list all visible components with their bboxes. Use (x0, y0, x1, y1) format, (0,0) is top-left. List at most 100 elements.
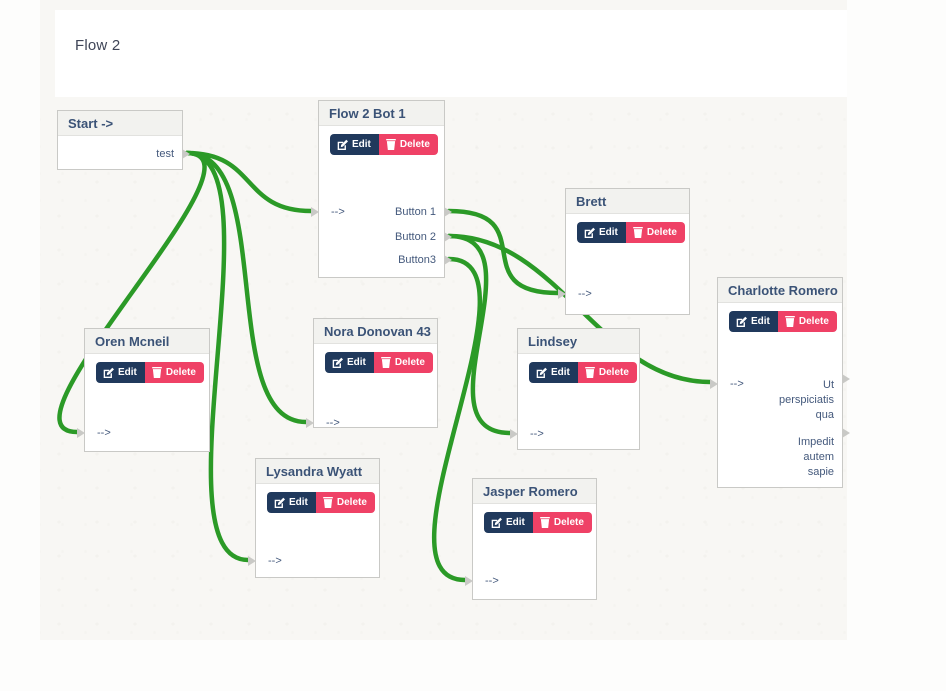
input-port-oren[interactable]: --> (97, 426, 111, 439)
node-title-jasper[interactable]: Jasper Romero (473, 479, 596, 504)
port-arrow-icon[interactable] (306, 418, 314, 428)
delete-button-label: Delete (394, 356, 425, 368)
trash-icon (323, 497, 333, 508)
output-port-bot1[interactable]: Button 2 (395, 230, 436, 243)
port-arrow-icon[interactable] (311, 207, 319, 217)
edge-bot1.button1-to-brett.in[interactable] (446, 208, 561, 296)
edge-start.test-to-oren.in[interactable] (57, 150, 207, 435)
port-arrow-icon[interactable] (444, 232, 452, 242)
edit-button-label: Edit (352, 138, 371, 150)
edit-button-label: Edit (599, 226, 618, 238)
edge-start.test-to-bot1.in[interactable] (184, 150, 314, 214)
delete-button-label: Delete (399, 138, 430, 150)
input-port-bot1[interactable]: --> (331, 205, 345, 218)
edit-button[interactable]: Edit (96, 362, 145, 383)
delete-button[interactable]: Delete (777, 311, 837, 332)
node-title-bot1[interactable]: Flow 2 Bot 1 (319, 101, 444, 126)
port-arrow-icon[interactable] (842, 428, 850, 438)
delete-button[interactable]: Delete (373, 352, 433, 373)
node-title-nora[interactable]: Nora Donovan 43 (314, 319, 437, 344)
delete-button-label: Delete (598, 366, 629, 378)
pencil-square-icon (491, 517, 502, 528)
trash-icon (585, 367, 595, 378)
edge-bot1.button3-to-jasper.in[interactable] (432, 256, 482, 583)
edit-button[interactable]: Edit (330, 134, 379, 155)
delete-button[interactable]: Delete (532, 512, 592, 533)
port-arrow-icon[interactable] (710, 379, 718, 389)
edit-button[interactable]: Edit (325, 352, 374, 373)
edit-button[interactable]: Edit (267, 492, 316, 513)
port-arrow-icon[interactable] (77, 428, 85, 438)
node-title-oren[interactable]: Oren Mcneil (85, 329, 209, 354)
input-port-lindsey[interactable]: --> (530, 427, 544, 440)
port-arrow-icon[interactable] (182, 149, 190, 159)
edit-button[interactable]: Edit (529, 362, 578, 383)
edit-button[interactable]: Edit (577, 222, 626, 243)
page-title: Flow 2 (75, 37, 121, 54)
input-port-charlotte[interactable]: --> (730, 377, 744, 390)
delete-button-label: Delete (336, 496, 367, 508)
port-arrow-icon[interactable] (465, 576, 473, 586)
edit-button[interactable]: Edit (484, 512, 533, 533)
node-title-lysandra[interactable]: Lysandra Wyatt (256, 459, 379, 484)
node-title-brett[interactable]: Brett (566, 189, 689, 214)
input-port-brett[interactable]: --> (578, 287, 592, 300)
pencil-square-icon (103, 367, 114, 378)
port-arrow-icon[interactable] (510, 429, 518, 439)
node-actions: Edit Delete (325, 352, 433, 373)
output-port-bot1[interactable]: Button3 (398, 253, 436, 266)
delete-button[interactable]: Delete (315, 492, 375, 513)
trash-icon (540, 517, 550, 528)
delete-button[interactable]: Delete (378, 134, 438, 155)
edge-bot1.button2-to-lindsey.in[interactable] (446, 233, 513, 436)
edit-button[interactable]: Edit (729, 311, 778, 332)
trash-icon (152, 367, 162, 378)
delete-button[interactable]: Delete (625, 222, 685, 243)
node-title-charlotte[interactable]: Charlotte Romero (718, 278, 842, 303)
node-actions: Edit Delete (267, 492, 375, 513)
edit-button-label: Edit (506, 516, 525, 528)
node-actions: Edit Delete (330, 134, 438, 155)
output-port-bot1[interactable]: Button 1 (395, 205, 436, 218)
delete-button[interactable]: Delete (144, 362, 204, 383)
input-port-lysandra[interactable]: --> (268, 554, 282, 567)
port-arrow-icon[interactable] (558, 289, 566, 299)
delete-button[interactable]: Delete (577, 362, 637, 383)
node-title-lindsey[interactable]: Lindsey (518, 329, 639, 354)
output-port-start[interactable]: test (156, 147, 174, 160)
delete-button-label: Delete (798, 315, 829, 327)
trash-icon (381, 357, 391, 368)
pencil-square-icon (332, 357, 343, 368)
input-port-nora[interactable]: --> (326, 416, 340, 429)
edge-start.test-to-nora.in[interactable] (184, 150, 309, 425)
node-start[interactable]: Start -> test (57, 110, 190, 170)
port-arrow-icon[interactable] (842, 374, 850, 384)
delete-button-label: Delete (646, 226, 677, 238)
output-port-charlotte[interactable]: Impedit autem sapie (797, 435, 834, 478)
edit-button-label: Edit (118, 366, 137, 378)
node-actions: Edit Delete (96, 362, 204, 383)
input-port-jasper[interactable]: --> (485, 574, 499, 587)
trash-icon (633, 227, 643, 238)
pencil-square-icon (337, 139, 348, 150)
edge-start.test-to-lysandra.in[interactable] (184, 150, 251, 563)
trash-icon (386, 139, 396, 150)
node-nora[interactable]: Nora Donovan 43 Edit Delete --> (306, 318, 438, 429)
port-arrow-icon[interactable] (444, 255, 452, 265)
node-title-start[interactable]: Start -> (58, 111, 182, 136)
node-bot1[interactable]: Flow 2 Bot 1 Edit Delete --> Button 1 Button … (311, 100, 452, 278)
port-arrow-icon[interactable] (444, 207, 452, 217)
pencil-square-icon (536, 367, 547, 378)
delete-button-label: Delete (165, 366, 196, 378)
output-port-charlotte[interactable]: Ut perspiciatis qua (778, 378, 834, 421)
port-arrow-icon[interactable] (248, 556, 256, 566)
edit-button-label: Edit (347, 356, 366, 368)
